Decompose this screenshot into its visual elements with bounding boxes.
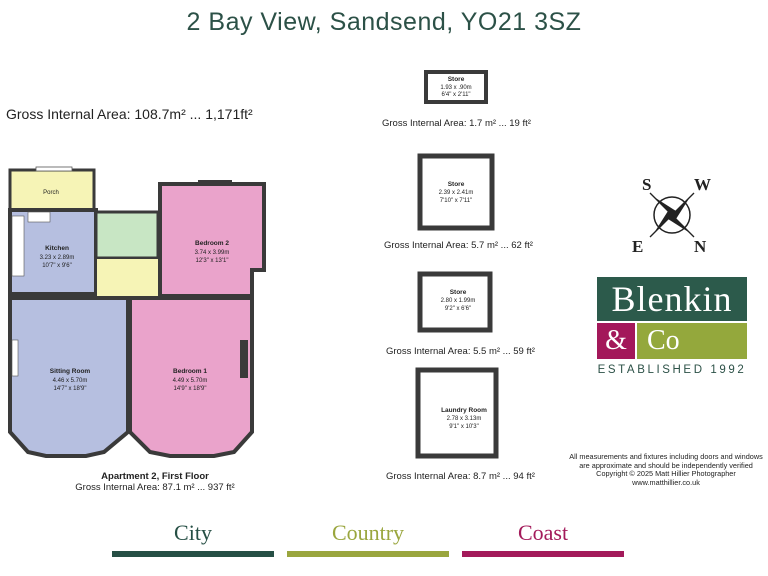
compass-n: N <box>694 237 707 256</box>
apartment-area: Gross Internal Area: 87.1 m² ... 937 ft² <box>75 482 235 493</box>
store-3-area: Gross Internal Area: 5.5 m² ... 59 ft² <box>386 346 535 357</box>
label-store-2: Store <box>448 181 465 188</box>
room-kitchen <box>8 208 98 296</box>
label-bedroom-2-m: 3.74 x 3.99m <box>195 250 230 256</box>
label-store-3-ft: 9'2" x 6'6" <box>445 306 471 312</box>
apartment-caption: Apartment 2, First Floor Gross Internal … <box>40 471 270 493</box>
footer-city: City <box>174 520 212 545</box>
label-laundry: Laundry Room <box>441 407 487 414</box>
label-bedroom-2: Bedroom 2 <box>195 240 229 247</box>
compass-rose: S W E N <box>632 175 711 256</box>
footer-coast-bar <box>462 551 624 557</box>
label-porch: Porch <box>43 190 59 196</box>
outbuilding-store-2 <box>417 153 495 231</box>
label-store-1-ft: 6'4" x 2'11" <box>441 92 470 98</box>
page-title: 2 Bay View, Sandsend, YO21 3SZ <box>186 8 582 36</box>
room-hall <box>95 257 163 299</box>
label-store-1: Store <box>448 76 465 83</box>
logo-name: Blenkin <box>611 279 733 319</box>
label-kitchen: Kitchen <box>45 245 69 252</box>
label-laundry-m: 2.78 x 3.13m <box>447 416 482 422</box>
blenkin-logo: Blenkin & Co <box>597 277 747 359</box>
laundry-area: Gross Internal Area: 8.7 m² ... 94 ft² <box>386 471 535 482</box>
label-store-2-ft: 7'10" x 7'11" <box>440 198 472 204</box>
room-bathroom <box>94 210 160 260</box>
label-store-2-m: 2.39 x 2.41m <box>439 190 474 196</box>
store-1-area: Gross Internal Area: 1.7 m² ... 19 ft² <box>382 118 531 129</box>
compass-s: S <box>642 175 651 194</box>
label-sitting-ft: 14'7" x 18'9" <box>54 386 87 392</box>
room-bedroom-1 <box>128 296 254 458</box>
gross-internal-area-total: Gross Internal Area: 108.7m² ... 1,171ft… <box>6 106 253 122</box>
label-bedroom-1-m: 4.49 x 5.70m <box>173 378 208 384</box>
label-sitting: Sitting Room <box>50 368 91 375</box>
outbuilding-store-1 <box>424 70 488 104</box>
label-sitting-m: 4.46 x 5.70m <box>53 378 88 384</box>
room-sitting <box>8 296 130 458</box>
label-laundry-ft: 9'1" x 10'3" <box>449 424 479 430</box>
store-2-area: Gross Internal Area: 5.7 m² ... 62 ft² <box>384 240 533 251</box>
label-store-1-m: 1.93 x .90m <box>440 85 471 91</box>
label-kitchen-ft: 10'7" x 9'6" <box>42 263 72 269</box>
label-kitchen-m: 3.23 x 2.89m <box>40 255 75 261</box>
footer-city-bar <box>112 551 274 557</box>
footer-country-bar <box>287 551 449 557</box>
label-bedroom-1-ft: 14'9" x 18'9" <box>174 386 207 392</box>
compass-e: E <box>632 237 643 256</box>
logo-co: Co <box>637 323 747 359</box>
disclaimer-line: All measurements and fixtures including … <box>569 452 763 461</box>
disclaimer-line: Copyright © 2025 Matt Hillier Photograph… <box>596 469 736 479</box>
logo-established: ESTABLISHED 1992 <box>597 364 747 376</box>
logo-amp: & <box>597 323 635 359</box>
apartment-name: Apartment 2, First Floor <box>101 471 209 482</box>
disclaimer-line: are approximate and should be independen… <box>579 460 753 470</box>
disclaimer: All measurements and fixtures including … <box>566 452 766 487</box>
label-bedroom-1: Bedroom 1 <box>173 368 207 375</box>
outbuilding-store-3 <box>417 271 493 333</box>
label-store-3: Store <box>450 289 467 296</box>
compass-w: W <box>694 175 711 194</box>
footer-country: Country <box>331 520 405 545</box>
disclaimer-line: www.matthillier.co.uk <box>632 477 700 487</box>
footer-coast: Coast <box>517 520 569 545</box>
outbuilding-laundry <box>415 367 499 459</box>
label-store-3-m: 2.80 x 1.99m <box>441 298 476 304</box>
label-bedroom-2-ft: 12'3" x 13'1" <box>196 258 229 264</box>
